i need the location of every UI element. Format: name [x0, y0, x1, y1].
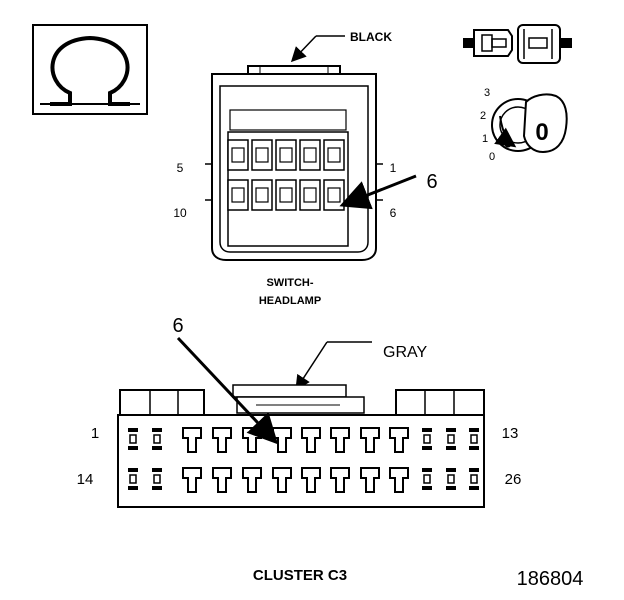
cluster-pin-grid: [128, 427, 479, 493]
switch-pin-grid: [227, 139, 345, 211]
switch-pin-label-1: 1: [390, 161, 397, 175]
switch-pin-cavity: [275, 139, 297, 171]
cluster-pin-cavity: [128, 468, 138, 490]
figure-number: 186804: [517, 568, 584, 590]
switch-title-line2: HEADLAMP: [259, 295, 321, 307]
switch-pin-cavity: [275, 179, 297, 211]
cluster-pin-cavity: [128, 428, 138, 450]
cluster-pin-label-14: 14: [77, 471, 94, 488]
cluster-pin-cavity: [330, 427, 350, 453]
cluster-c3-connector: GRAY 1 13 14 26 6 CLUSTER C3: [77, 315, 522, 584]
cluster-pin-label-26: 26: [505, 471, 522, 488]
cluster-pin-cavity: [360, 427, 380, 453]
ignition-position-0: 0: [489, 151, 495, 163]
key-position-label: 0: [535, 119, 548, 146]
switch-headlamp-connector: BLACK 5 1 10 6 6 SWITCH- HEADLAMP: [173, 30, 437, 307]
switch-pin-cavity: [251, 139, 273, 171]
cluster-pin-cavity: [152, 428, 162, 450]
ohmmeter-symbol-icon: [32, 24, 148, 115]
cluster-pin-cavity: [182, 467, 202, 493]
cluster-pin-cavity: [360, 467, 380, 493]
switch-title-line1: SWITCH-: [266, 277, 313, 289]
switch-pin-label-5: 5: [177, 161, 184, 175]
switch-pin-cavity: [251, 179, 273, 211]
switch-pin-cavity: [299, 139, 321, 171]
switch-pin-cavity: [323, 179, 345, 211]
cluster-pin-cavity: [272, 467, 292, 493]
connector-plug-icon: [463, 24, 572, 64]
switch-pin-label-10: 10: [173, 206, 187, 220]
cluster-pin-cavity: [330, 467, 350, 493]
switch-color-label: BLACK: [350, 30, 392, 44]
switch-pin-cavity: [227, 179, 249, 211]
ignition-position-2: 2: [480, 110, 486, 122]
switch-pin-cavity: [227, 139, 249, 171]
cluster-pin-cavity: [469, 428, 479, 450]
cluster-pin-cavity: [212, 467, 232, 493]
switch-pin-cavity: [323, 139, 345, 171]
cluster-pin-cavity: [422, 468, 432, 490]
ignition-position-1: 1: [482, 133, 488, 145]
cluster-pin-cavity: [182, 427, 202, 453]
cluster-pin-cavity: [389, 467, 409, 493]
cluster-pin-cavity: [301, 467, 321, 493]
cluster-pin-callout: 6: [172, 315, 183, 337]
cluster-pin-cavity: [469, 468, 479, 490]
cluster-pin-label-1: 1: [91, 425, 99, 442]
cluster-pin-cavity: [422, 428, 432, 450]
switch-pin-label-6: 6: [390, 206, 397, 220]
switch-pin-cavity: [299, 179, 321, 211]
cluster-pin-cavity: [389, 427, 409, 453]
cluster-pin-cavity: [152, 468, 162, 490]
cluster-title: CLUSTER C3: [253, 567, 347, 584]
ignition-position-3: 3: [484, 87, 490, 99]
cluster-color-label: GRAY: [383, 344, 427, 361]
switch-pin-callout: 6: [426, 171, 437, 193]
cluster-pin-cavity: [242, 467, 262, 493]
cluster-pin-cavity: [212, 427, 232, 453]
cluster-pin-label-13: 13: [502, 425, 519, 442]
cluster-pin-cavity: [446, 428, 456, 450]
ignition-key-icon: 0 3 2 1 0: [480, 87, 568, 163]
cluster-pin-cavity: [446, 468, 456, 490]
cluster-pin-cavity: [301, 427, 321, 453]
